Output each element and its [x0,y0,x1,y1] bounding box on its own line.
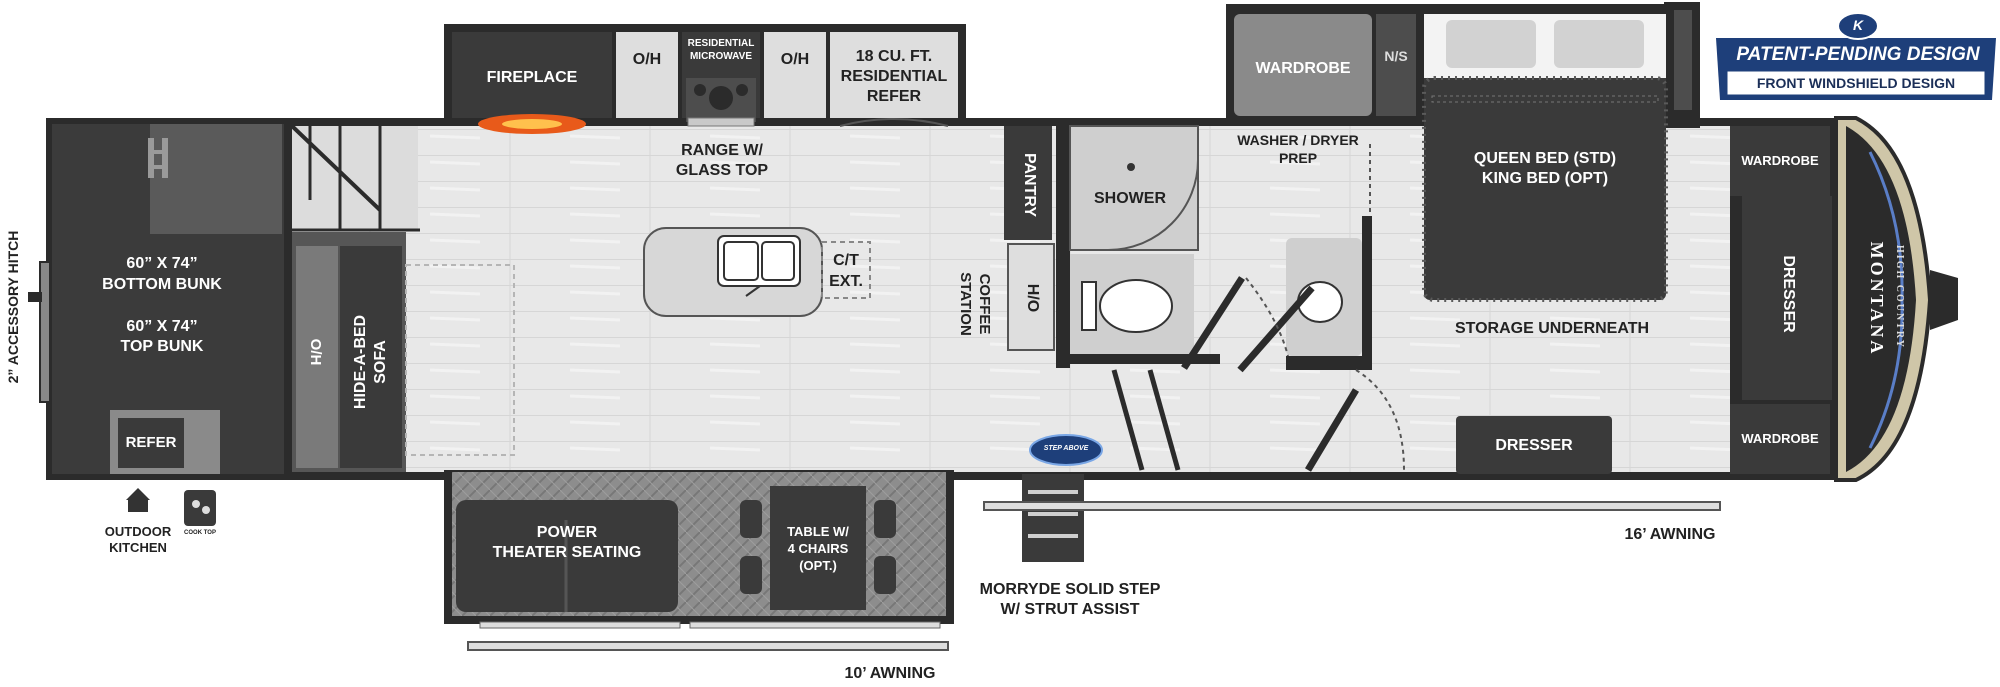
cooktop-burner-icon-2 [202,506,210,514]
cooktop-icon [184,490,216,526]
range-label-2: GLASS TOP [675,162,769,179]
cap-sub-label: HIGH COUNTRY [1894,245,1905,349]
wardrobe-front-top-label: WARDROBE [1741,153,1819,168]
badge-subtitle-box [1724,68,1988,98]
bathroom-wall [1056,118,1070,368]
bunk-bottom-label-2: BOTTOM BUNK [102,276,222,293]
pantry [1004,126,1052,240]
badge-subtitle: FRONT WINDSHIELD DESIGN [1756,75,1956,91]
wardrobe-front-bottom-label: WARDROBE [1741,431,1819,446]
refer-label-3: REFER [866,88,922,105]
washer-label-1: WASHER / DRYER [1237,132,1359,148]
coffee-label-2: STATION [957,272,974,336]
outdoor-kitchen-label-2: KITCHEN [109,540,167,555]
shower [1069,125,1199,251]
bunk-bottom-label-1: 60” X 74” [126,255,198,272]
theater-label-1: POWER [536,524,598,541]
shower-drain-icon [1127,163,1135,171]
step-above-badge-label: STEP ABOVE [1043,445,1089,452]
front-wardrobe-top [1730,126,1830,196]
awning-10-label: 10’ AWNING [844,665,936,682]
shower-label: SHOWER [1094,190,1166,207]
bed-label-1: QUEEN BED (STD) [1473,150,1617,167]
pillow-left [1446,20,1536,68]
table-label-1: TABLE W/ [787,524,849,539]
toilet [1099,279,1173,333]
badge-logo [1837,12,1879,40]
front-dresser [1742,196,1832,400]
sofa-extended-outline [405,264,515,456]
outdoor-kitchen-icon-body [128,500,148,512]
ct-label-1: C/T [833,252,859,269]
kingpin [1930,270,1958,330]
entry-steps [1022,474,1084,562]
fireplace-cabinet [452,32,612,118]
awning-16-label: 16’ AWNING [1624,526,1716,543]
coffee-station [1007,243,1055,351]
dining-table [770,486,866,610]
island-extension [821,241,871,299]
step-label-1: MORRYDE SOLID STEP [979,581,1161,598]
theater-label-2: THEATER SEATING [492,544,642,561]
outdoor-kitchen-label-1: OUTDOOR [104,524,172,539]
awning-16 [983,501,1721,511]
ho-coffee-label: H/O [1024,283,1041,313]
refer-label-1: 18 CU. FT. [855,48,933,65]
wardrobe-top [1234,14,1372,116]
bed-label-2: KING BED (OPT) [1481,170,1609,187]
fireplace-label: FIREPLACE [486,69,578,86]
oh-cabinet-right [764,32,826,118]
microwave-label-2: MICROWAVE [689,51,753,62]
storage-label: STORAGE UNDERNEATH [1454,320,1650,337]
bunk-top-label-2: TOP BUNK [120,338,204,355]
bedroom-dresser [1456,416,1612,474]
step-above-badge [1029,434,1103,466]
badge-title: PATENT-PENDING DESIGN [1736,44,1980,65]
oh-right-label: O/H [780,51,810,68]
oh-cabinet-left [616,32,678,118]
outdoor-kitchen-icon [126,488,150,500]
awning-10 [467,641,949,651]
bunk-step [150,124,282,234]
bunk-wall-divider [284,126,292,472]
coffee-label-1: COFFEE [976,273,993,335]
pillow-right [1554,20,1644,68]
nightstand [1376,14,1416,116]
step-label-2: W/ STRUT ASSIST [1000,601,1140,618]
refer-label-2: RESIDENTIAL [840,68,948,85]
ct-label-2: EXT. [829,273,863,290]
wardrobe-top-label: WARDROBE [1255,60,1351,77]
oh-left-label: O/H [632,51,662,68]
front-wardrobe-bottom [1730,404,1830,474]
range-label-1: RANGE W/ [681,142,763,159]
refer-cabinet [830,32,958,118]
sofa-label-1: HIDE-A-BED [352,314,369,410]
cooktop-label: COOK TOP [184,530,216,536]
table-label-2: 4 CHAIRS [787,541,849,556]
microwave-label-1: RESIDENTIAL [687,38,755,49]
table-label-3: (OPT.) [799,558,837,573]
bedroom-dresser-label: DRESSER [1495,437,1573,454]
badge-logo-letter: K [1852,17,1864,33]
hitch-stub [28,292,42,302]
ns-label: N/S [1384,48,1408,64]
cap-brand-label: MONTANA [1867,241,1887,357]
dresser-front-label: DRESSER [1780,255,1797,333]
cooktop-burner-icon [192,500,200,508]
hitch-label: 2” ACCESSORY HITCH [5,230,21,384]
bed [1424,14,1666,300]
oh-bunk-label: O/H [307,338,324,366]
sofa-label-2: SOFA [372,340,389,384]
pantry-label: PANTRY [1021,153,1038,217]
washer-label-2: PREP [1278,150,1318,166]
bunk-top-label-1: 60” X 74” [126,318,198,335]
bunk-rear-wall [39,261,51,403]
outdoor-refer-label: REFER [125,434,177,451]
